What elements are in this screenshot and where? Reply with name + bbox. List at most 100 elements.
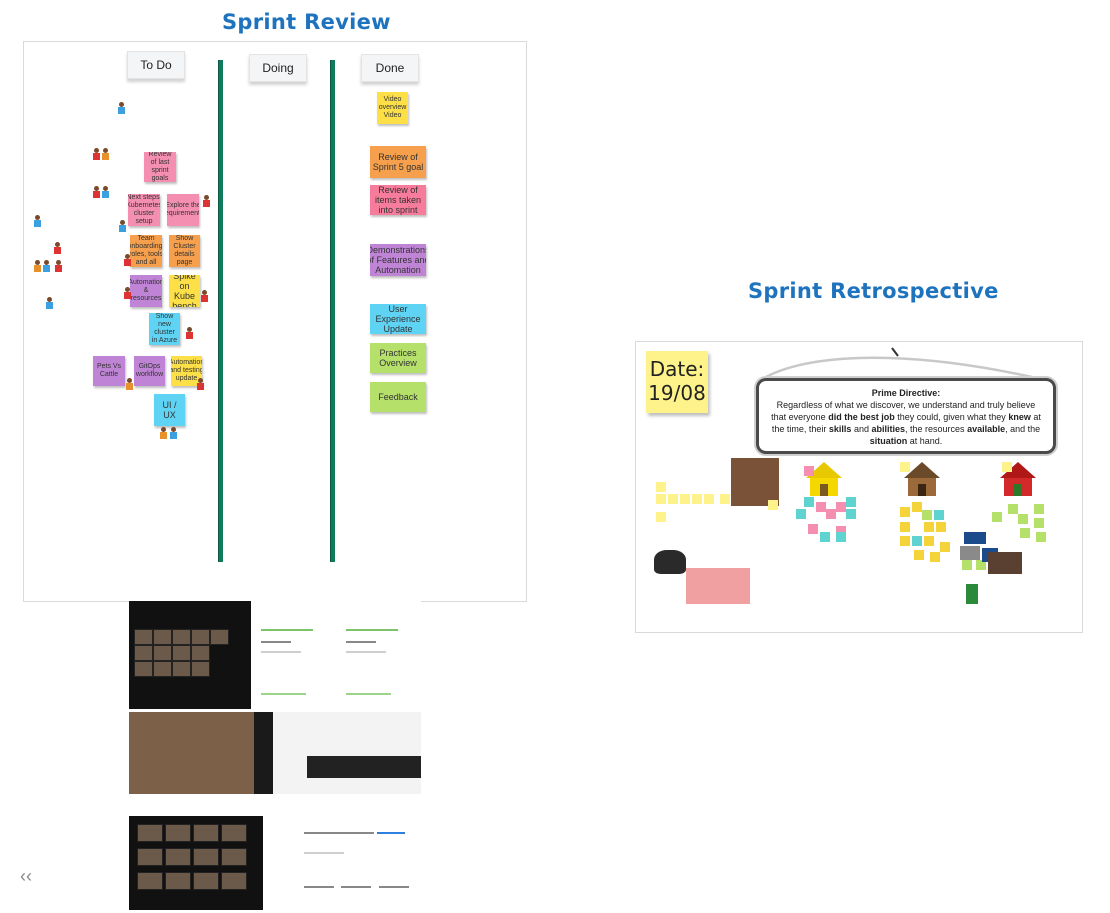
retro-sticky[interactable] <box>846 509 856 519</box>
retro-sticky[interactable] <box>826 509 836 519</box>
retro-sticky[interactable] <box>836 532 846 542</box>
meeting-screenshot-1[interactable] <box>129 601 421 709</box>
todo-note-10[interactable]: GitOps workflow <box>134 356 165 386</box>
retro-sticky[interactable] <box>804 466 814 476</box>
retro-sticky[interactable] <box>936 522 946 532</box>
todo-note-12[interactable]: UI / UX <box>154 394 185 426</box>
todo-note-11[interactable]: Automation and testing update <box>171 356 202 386</box>
collapse-panel-button[interactable]: ‹‹ <box>20 866 32 886</box>
retro-sticky[interactable] <box>924 536 934 546</box>
column-todo-header[interactable]: To Do <box>127 51 185 79</box>
retro-sticky[interactable] <box>656 512 666 522</box>
video-tile <box>137 848 163 866</box>
date-sticky-note[interactable]: Date: 19/08 <box>646 351 708 413</box>
presenter-video <box>129 712 254 794</box>
retro-sticky[interactable] <box>836 526 846 536</box>
retro-sticky[interactable] <box>656 494 666 504</box>
retro-sticky[interactable] <box>1002 462 1012 472</box>
prime-bold: did the best job <box>828 412 895 422</box>
retro-sticky[interactable] <box>930 552 940 562</box>
prime-bold: abilities <box>871 424 906 434</box>
column-done-header[interactable]: Done <box>361 54 419 82</box>
retro-sticky[interactable] <box>668 494 678 504</box>
retro-sticky[interactable] <box>720 494 730 504</box>
retro-sticky[interactable] <box>816 502 826 512</box>
retro-sticky[interactable] <box>692 494 702 504</box>
todo-note-3[interactable]: Explore the requirements <box>167 194 199 226</box>
done-note-1[interactable]: Video overview Video <box>377 92 408 124</box>
video-tile <box>172 629 191 645</box>
text-line <box>261 651 301 653</box>
retro-sticky[interactable] <box>796 509 806 519</box>
retro-sticky[interactable] <box>804 497 814 507</box>
todo-note-1[interactable]: Review of last sprint goals <box>144 152 176 182</box>
done-note-2[interactable]: Review of Sprint 5 goal <box>370 146 426 178</box>
todo-note-2[interactable]: Next steps: Kubernetes cluster setup <box>128 194 160 226</box>
wolf-photo <box>731 458 779 506</box>
video-tile <box>134 629 153 645</box>
avatar <box>34 260 41 272</box>
retro-sticky[interactable] <box>976 560 986 570</box>
video-tile <box>221 824 247 842</box>
done-note-5[interactable]: User Experience Update <box>370 304 426 334</box>
meeting-screenshot-3[interactable] <box>129 816 417 910</box>
sprint-retrospective-board[interactable]: Date: 19/08 Prime Directive: Regardless … <box>635 341 1083 633</box>
retro-sticky[interactable] <box>914 550 924 560</box>
avatar <box>186 327 193 339</box>
video-tile <box>193 872 219 890</box>
sprint-review-board[interactable]: To Do Doing Done Review of last sprint g… <box>23 41 527 602</box>
retro-sticky[interactable] <box>1036 532 1046 542</box>
todo-note-4[interactable]: Team onboarding, roles, tools and all <box>130 235 162 267</box>
retro-sticky[interactable] <box>1034 504 1044 514</box>
video-tile <box>210 629 229 645</box>
meeting-screenshot-2[interactable] <box>129 712 421 794</box>
retro-sticky[interactable] <box>1008 504 1018 514</box>
column-divider-2 <box>330 60 335 562</box>
prime-directive-card[interactable]: Prime Directive: Regardless of what we d… <box>756 378 1056 454</box>
avatar <box>124 287 131 299</box>
retro-sticky[interactable] <box>900 507 910 517</box>
prime-directive-title: Prime Directive: <box>871 388 941 398</box>
retro-sticky[interactable] <box>922 510 932 520</box>
retro-sticky[interactable] <box>900 462 910 472</box>
retro-sticky[interactable] <box>924 522 934 532</box>
retro-sticky[interactable] <box>836 502 846 512</box>
retro-sticky[interactable] <box>962 560 972 570</box>
retro-sticky[interactable] <box>768 500 778 510</box>
done-note-6[interactable]: Practices Overview <box>370 343 426 373</box>
todo-note-6[interactable]: Automation & resources <box>130 275 162 307</box>
retro-sticky[interactable] <box>704 494 714 504</box>
retro-sticky[interactable] <box>940 542 950 552</box>
retro-sticky[interactable] <box>820 532 830 542</box>
column-doing-header[interactable]: Doing <box>249 54 307 82</box>
retro-sticky[interactable] <box>680 494 690 504</box>
done-note-4[interactable]: Demonstrations of Features and Automatio… <box>370 244 426 276</box>
retro-sticky[interactable] <box>1018 514 1028 524</box>
retro-sticky[interactable] <box>846 497 856 507</box>
retro-sticky[interactable] <box>992 512 1002 522</box>
retro-sticky[interactable] <box>912 502 922 512</box>
retro-sticky[interactable] <box>656 482 666 492</box>
retro-sticky[interactable] <box>900 536 910 546</box>
retro-sticky[interactable] <box>808 524 818 534</box>
retro-image <box>960 546 980 560</box>
retro-sticky[interactable] <box>912 536 922 546</box>
done-note-3[interactable]: Review of items taken into sprint <box>370 185 426 215</box>
todo-note-7[interactable]: Spike on Kube bench <box>169 275 200 307</box>
retro-sticky[interactable] <box>1034 518 1044 528</box>
retro-sticky[interactable] <box>934 510 944 520</box>
text-line <box>346 641 376 643</box>
video-tile <box>165 824 191 842</box>
avatar <box>118 102 125 114</box>
terminal-window <box>307 756 421 778</box>
text-line <box>377 832 405 834</box>
todo-note-8[interactable]: Show new cluster in Azure <box>149 313 180 345</box>
avatar <box>203 195 210 207</box>
retro-sticky[interactable] <box>900 522 910 532</box>
todo-note-5[interactable]: Show Cluster details page <box>169 235 200 267</box>
retro-sticky[interactable] <box>1020 528 1030 538</box>
done-note-7[interactable]: Feedback <box>370 382 426 412</box>
avatar <box>34 215 41 227</box>
todo-note-9[interactable]: Pets Vs Cattle <box>93 356 125 386</box>
video-tile <box>165 872 191 890</box>
